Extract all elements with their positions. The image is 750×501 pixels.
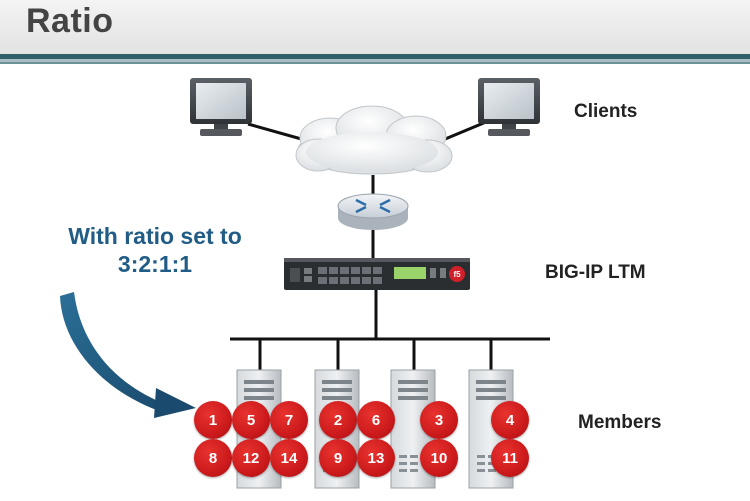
client-computer-right-icon [478,78,540,136]
client-computer-left-icon [190,78,252,136]
svg-text:f5: f5 [453,270,461,279]
ratio-callout-line1: With ratio set to [68,223,242,249]
internet-cloud-icon [295,105,453,175]
request-badge: 13 [357,439,395,477]
slide-title: Ratio [26,2,114,40]
header-divider [0,54,750,59]
request-badge: 2 [319,401,357,439]
server-bus-lines [230,337,550,372]
request-badge: 7 [270,401,308,439]
request-badge: 10 [420,439,458,477]
request-badge: 4 [491,401,529,439]
request-badge: 6 [357,401,395,439]
request-badge: 9 [319,439,357,477]
request-badge: 1 [194,401,232,439]
request-badge: 11 [491,439,529,477]
request-badge: 14 [270,439,308,477]
request-badge: 3 [420,401,458,439]
request-badge: 12 [232,439,270,477]
big-ip-ltm-label: BIG-IP LTM [545,262,646,283]
curved-arrow-icon [60,292,196,418]
header-divider-light [0,59,750,62]
request-badge: 8 [194,439,232,477]
router-icon [337,193,409,230]
slide-header: Ratio [0,0,750,54]
ratio-callout: With ratio set to 3:2:1:1 [40,222,270,278]
clients-label: Clients [574,101,638,122]
request-badge: 5 [232,401,270,439]
header-divider-mid [0,62,750,64]
big-ip-ltm-appliance-icon: f5 [284,258,470,290]
ratio-callout-line2: 3:2:1:1 [117,251,193,277]
members-label: Members [578,412,662,433]
